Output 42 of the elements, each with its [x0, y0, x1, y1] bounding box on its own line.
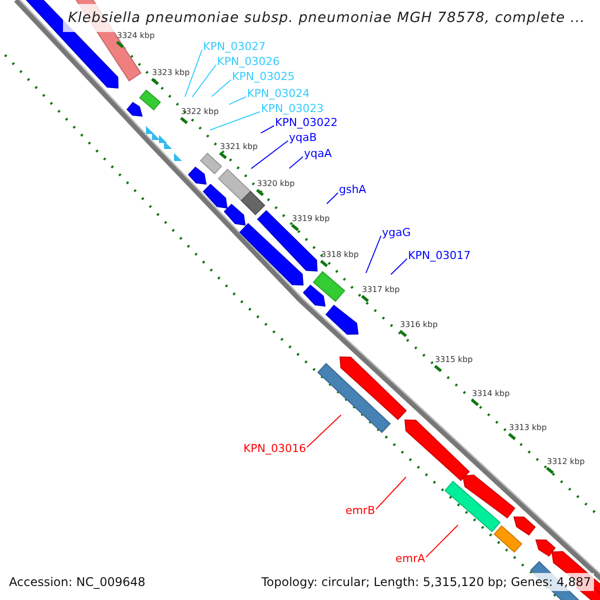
- scale-label: 3322 kbp: [181, 107, 219, 117]
- scale-label: 3317 kbp: [362, 285, 400, 295]
- leader-line: [288, 156, 304, 169]
- genome-info-label: Topology: circular; Length: 5,315,120 bp; Genes: 4,887: [258, 573, 594, 591]
- scale-label: 3319 kbp: [292, 214, 330, 224]
- gene-label: KPN_03024: [247, 87, 310, 100]
- leader-line: [250, 140, 288, 170]
- scale-label: 3313 kbp: [509, 423, 547, 433]
- scale-label: 3318 kbp: [321, 250, 359, 260]
- leader-line: [260, 125, 274, 134]
- leader-line: [210, 111, 260, 130]
- leader-line: [366, 235, 382, 274]
- gene-label: KPN_03025: [232, 70, 295, 83]
- scale-label: 3324 kbp: [117, 31, 155, 41]
- scale-label: 3312 kbp: [547, 457, 585, 467]
- gene-label: KPN_03022: [275, 116, 338, 129]
- leader-line: [228, 96, 246, 105]
- leader-line: [426, 524, 458, 558]
- scale-label: 3316 kbp: [400, 320, 438, 330]
- gene-label: KPN_03023: [261, 102, 324, 115]
- gene-label: ygaG: [382, 226, 411, 239]
- gene-label: KPN_03017: [408, 249, 471, 262]
- scale-label: 3314 kbp: [472, 389, 510, 399]
- leader-line: [192, 64, 216, 98]
- scale-label: 3315 kbp: [435, 355, 473, 365]
- leader-line: [326, 192, 338, 204]
- leader-line: [184, 49, 202, 98]
- leader-line: [376, 476, 406, 510]
- leader-line: [211, 79, 232, 98]
- leader-line: [390, 258, 408, 275]
- scale-label: 3323 kbp: [152, 68, 190, 78]
- gene-label: KPN_03016: [243, 442, 306, 455]
- gene-label: KPN_03026: [217, 55, 280, 68]
- leader-line: [306, 414, 342, 448]
- gene-label: yqaA: [304, 147, 332, 160]
- gene-label: gshA: [339, 183, 366, 196]
- gene-label: emrA: [395, 552, 425, 565]
- gene-label: KPN_03027: [203, 40, 266, 53]
- gene-label: yqaB: [289, 131, 317, 144]
- scale-label: 3321 kbp: [220, 142, 258, 152]
- scale-label: 3320 kbp: [257, 179, 295, 189]
- gene-label: emrB: [345, 504, 375, 517]
